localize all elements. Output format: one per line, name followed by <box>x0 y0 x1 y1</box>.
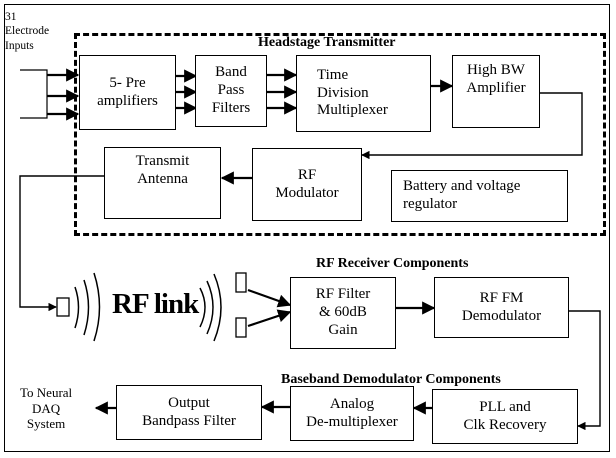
arrow-antenna-link <box>19 175 104 312</box>
rf-wave-arc <box>74 286 80 329</box>
tx-antenna-element <box>56 297 70 317</box>
headstage-boundary <box>74 33 606 236</box>
pll-clock-recovery-label: PLL and Clk Recovery <box>463 398 547 433</box>
rx-antenna-element-2 <box>235 317 247 338</box>
analog-demultiplexer-block: Analog De-multiplexer <box>290 386 414 441</box>
transmit-antenna-label: Transmit Antenna <box>135 153 190 187</box>
time-division-multiplexer-block: Time Division Multiplexer <box>296 55 431 132</box>
battery-regulator-label: Battery and voltage regulator <box>403 178 521 212</box>
headstage-title: Headstage Transmitter <box>258 35 396 50</box>
pll-clock-recovery-block: PLL and Clk Recovery <box>432 389 578 444</box>
arrow-hbw-rfmod <box>361 92 583 160</box>
rf-wave-arc <box>93 272 101 342</box>
bandpass-filters-label: Band Pass Filters <box>211 64 251 116</box>
high-bw-amplifier-label: High BW Amplifier <box>466 62 526 96</box>
neural-daq-label: To Neural DAQ System <box>20 385 73 432</box>
electrode-inputs-label: 31 Electrode Inputs <box>5 11 50 52</box>
preamplifiers-block: 5- Pre amplifiers <box>79 55 176 130</box>
output-bandpass-filter-label: Output Bandpass Filter <box>142 394 236 429</box>
rf-modulator-block: RF Modulator <box>252 148 362 221</box>
arrow-demod-pll <box>569 310 601 431</box>
preamplifiers-label: 5- Pre amplifiers <box>97 74 158 109</box>
arrow-rx-antenna1 <box>247 288 292 308</box>
arrow-rx-antenna2 <box>247 309 292 328</box>
rx-antenna-element-1 <box>235 272 247 293</box>
rf-wave-arc <box>199 287 206 328</box>
rf-modulator-label: RF Modulator <box>275 166 339 201</box>
rf-wave-arc <box>213 273 222 342</box>
bandpass-filters-block: Band Pass Filters <box>195 55 267 127</box>
time-division-multiplexer-label: Time Division Multiplexer <box>317 66 388 119</box>
electrode-bracket <box>20 69 48 119</box>
analog-demultiplexer-label: Analog De-multiplexer <box>306 395 398 430</box>
battery-regulator-block: Battery and voltage regulator <box>391 170 568 222</box>
rf-fm-demodulator-label: RF FM Demodulator <box>461 289 542 324</box>
rf-receiver-title: RF Receiver Components <box>316 256 469 271</box>
rf-wave-arc <box>206 280 214 335</box>
rf-fm-demodulator-block: RF FM Demodulator <box>434 277 569 338</box>
rf-filter-gain-block: RF Filter & 60dB Gain <box>290 277 396 349</box>
rf-wave-arc <box>83 279 90 336</box>
rf-link-label: RF link <box>112 288 199 320</box>
transmit-antenna-block: Transmit Antenna <box>104 147 221 219</box>
outer-frame <box>4 4 610 452</box>
rf-filter-gain-label: RF Filter & 60dB Gain <box>315 286 371 338</box>
output-bandpass-filter-block: Output Bandpass Filter <box>116 385 262 440</box>
high-bw-amplifier-block: High BW Amplifier <box>452 55 540 128</box>
baseband-title: Baseband Demodulator Components <box>281 372 501 387</box>
